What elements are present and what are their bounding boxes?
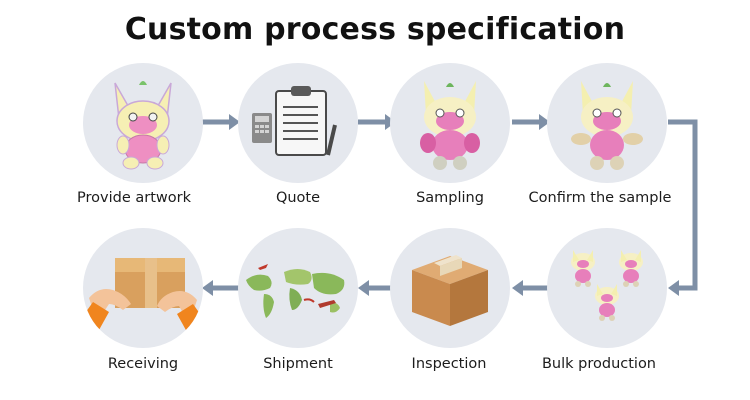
step-inspection (390, 228, 510, 348)
step-label-inspection: Inspection (411, 356, 487, 372)
step-label-bulk-production: Bulk production (541, 356, 657, 372)
clipboard-quote-icon (252, 86, 337, 156)
step-shipment (238, 228, 358, 348)
plush-confirm-icon (571, 81, 643, 170)
arrow-left-1 (512, 280, 550, 296)
world-map-icon (246, 264, 345, 318)
plush-artwork-icon (114, 81, 172, 170)
plush-sample-icon (420, 81, 480, 170)
step-bulk-production (547, 228, 667, 348)
step-receiving (83, 228, 203, 348)
arrow-right-3 (512, 114, 550, 130)
step-label-confirm-sample: Confirm the sample (528, 190, 672, 206)
step-label-shipment: Shipment (263, 356, 333, 372)
step-label-provide-artwork: Provide artwork (77, 190, 191, 206)
step-sampling (390, 63, 510, 183)
arrow-left-3 (202, 280, 240, 296)
arrow-right-1 (202, 114, 240, 130)
step-label-sampling: Sampling (416, 190, 484, 206)
step-quote (238, 63, 358, 183)
hands-package-icon (83, 258, 203, 332)
step-label-quote: Quote (275, 190, 321, 206)
cardboard-box-icon (412, 255, 488, 326)
step-label-receiving: Receiving (107, 356, 179, 372)
step-provide-artwork (83, 63, 203, 183)
step-confirm-sample (547, 63, 667, 183)
page-title: Custom process specification (124, 12, 626, 47)
plush-group-icon (571, 250, 643, 321)
